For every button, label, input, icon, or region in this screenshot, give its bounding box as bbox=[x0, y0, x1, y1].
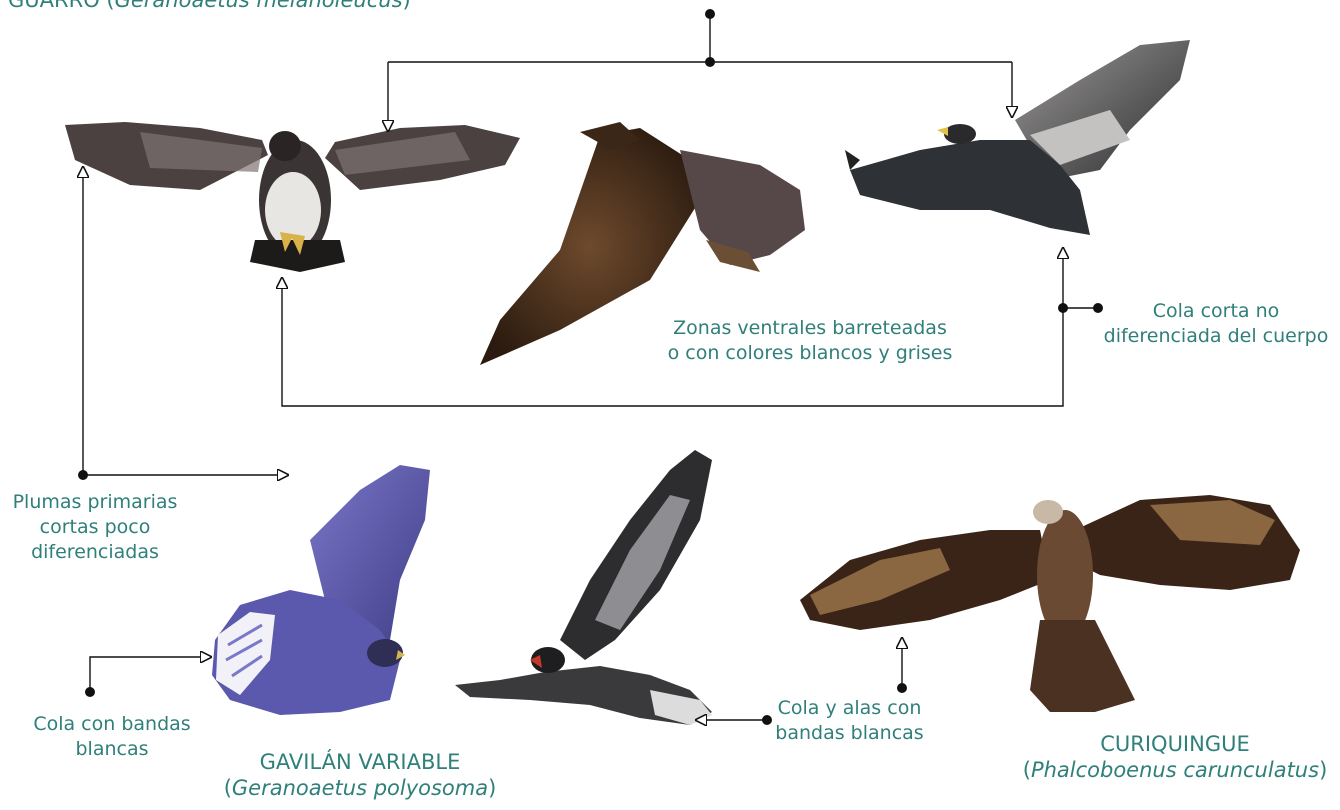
gavilan-variable-photo bbox=[212, 465, 430, 715]
gavilan-scientific-name: Geranoaetus polyosoma bbox=[232, 776, 488, 800]
guarro-scientific-name: Geranoaetus melanoleucus bbox=[115, 0, 403, 12]
guarro-front-photo bbox=[65, 122, 520, 272]
primaries-line-2: cortas poco bbox=[0, 515, 190, 540]
ventral-line-2: o con colores blancos y grises bbox=[640, 341, 980, 366]
short-tail-label: Cola corta no diferenciada del cuerpo bbox=[1096, 299, 1336, 349]
short-tail-line-2: diferenciada del cuerpo bbox=[1096, 324, 1336, 349]
guarro-common-name: GUARRO bbox=[8, 0, 100, 12]
tail-wing-bands-label: Cola y alas con bandas blancas bbox=[762, 696, 937, 746]
curiquingue-photo bbox=[800, 495, 1300, 712]
guarro-side-photo bbox=[845, 40, 1190, 235]
curiquingue-name: CURIQUINGUE (Phalcoboenus carunculatus) bbox=[1010, 731, 1340, 783]
curiquingue-scientific-name: Phalcoboenus carunculatus bbox=[1031, 758, 1319, 782]
guarro-title: GUARRO (Geranoaetus melanoleucus) bbox=[8, 0, 411, 13]
gavilan-common-name: GAVILÁN VARIABLE bbox=[210, 749, 510, 775]
ventral-label: Zonas ventrales barreteadas o con colore… bbox=[640, 316, 980, 366]
primaries-label: Plumas primarias cortas poco diferenciad… bbox=[0, 490, 190, 565]
tail-bands-line-1: Cola con bandas bbox=[12, 712, 212, 737]
dark-hawk-photo bbox=[455, 450, 712, 725]
tail-wing-bands-line-2: bandas blancas bbox=[762, 721, 937, 746]
primaries-line-1: Plumas primarias bbox=[0, 490, 190, 515]
short-tail-line-1: Cola corta no bbox=[1096, 299, 1336, 324]
tail-bands-label: Cola con bandas blancas bbox=[12, 712, 212, 762]
connector-tail-bands bbox=[90, 657, 211, 692]
ventral-line-1: Zonas ventrales barreteadas bbox=[640, 316, 980, 341]
curiquingue-common-name: CURIQUINGUE bbox=[1010, 731, 1340, 757]
tail-wing-bands-line-1: Cola y alas con bbox=[762, 696, 937, 721]
primaries-line-3: diferenciadas bbox=[0, 540, 190, 565]
gavilan-name: GAVILÁN VARIABLE (Geranoaetus polyosoma) bbox=[210, 749, 510, 801]
tail-bands-line-2: blancas bbox=[12, 737, 212, 762]
